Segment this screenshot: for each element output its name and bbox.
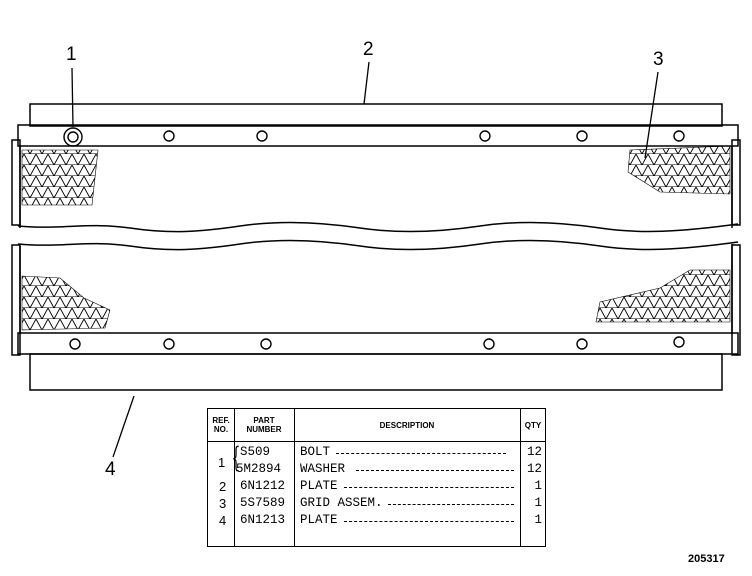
left-end-frame-lower — [11, 244, 21, 356]
leader-2 — [363, 61, 370, 105]
header-part-number: PART NUMBER — [246, 416, 282, 434]
callout-4: 4 — [105, 459, 116, 480]
bolt-hole — [69, 338, 81, 350]
part-number: 5S7589 — [240, 496, 286, 510]
qty: 1 — [534, 513, 542, 527]
group-ref-1: 1 — [218, 455, 226, 470]
lower-bar — [17, 332, 739, 355]
bolt-head — [67, 131, 79, 143]
right-end-frame — [731, 139, 741, 226]
description: PLATE — [300, 513, 338, 527]
callout-3: 3 — [653, 49, 664, 70]
drawing-number: 205317 — [688, 553, 725, 565]
description: BOLT — [300, 445, 331, 459]
top-plate — [29, 103, 723, 127]
qty: 12 — [526, 462, 542, 476]
part-number: 6N1213 — [240, 513, 286, 527]
bottom-plate — [29, 353, 723, 391]
header-ref-no: REF. NO. — [212, 416, 230, 434]
ref-no: 2 — [219, 479, 227, 494]
callout-2: 2 — [363, 39, 374, 60]
callout-1: 1 — [66, 44, 77, 65]
part-number: S509 — [240, 445, 271, 459]
break-line-upper — [17, 221, 739, 233]
right-end-frame-lower — [731, 244, 741, 356]
bolt-hole — [673, 130, 685, 142]
bolt-hole — [576, 338, 588, 350]
break-line-lower — [17, 239, 739, 251]
leader-1 — [71, 67, 74, 128]
upper-bar — [17, 124, 739, 147]
left-end-frame — [11, 139, 21, 226]
header-qty: QTY — [524, 420, 542, 430]
bolt-hole — [163, 338, 175, 350]
header-description: DESCRIPTION — [379, 420, 435, 430]
leader-3 — [644, 71, 659, 159]
ref-no: 4 — [219, 513, 227, 528]
bolt-hole — [163, 130, 175, 142]
qty: 1 — [534, 496, 542, 510]
mesh-regions — [21, 145, 731, 331]
part-number: 5M2894 — [236, 462, 282, 476]
part-number: 6N1212 — [240, 479, 286, 493]
leader-4 — [112, 395, 135, 458]
bolt-hole — [479, 130, 491, 142]
group-brace: { — [231, 441, 241, 474]
qty: 1 — [534, 479, 542, 493]
description: PLATE — [300, 479, 338, 493]
description: WASHER — [300, 462, 346, 476]
parts-table: REF. NO. PART NUMBER DESCRIPTION QTY 1 {… — [207, 408, 546, 547]
bolt-hole — [483, 338, 495, 350]
ref-no: 3 — [219, 496, 227, 511]
qty: 12 — [526, 445, 542, 459]
bolt-hole — [576, 130, 588, 142]
description: GRID ASSEM. — [300, 496, 383, 510]
bolt-hole — [260, 338, 272, 350]
bolt-hole — [673, 336, 685, 348]
bolt-washer — [63, 127, 83, 147]
bolt-hole — [256, 130, 268, 142]
